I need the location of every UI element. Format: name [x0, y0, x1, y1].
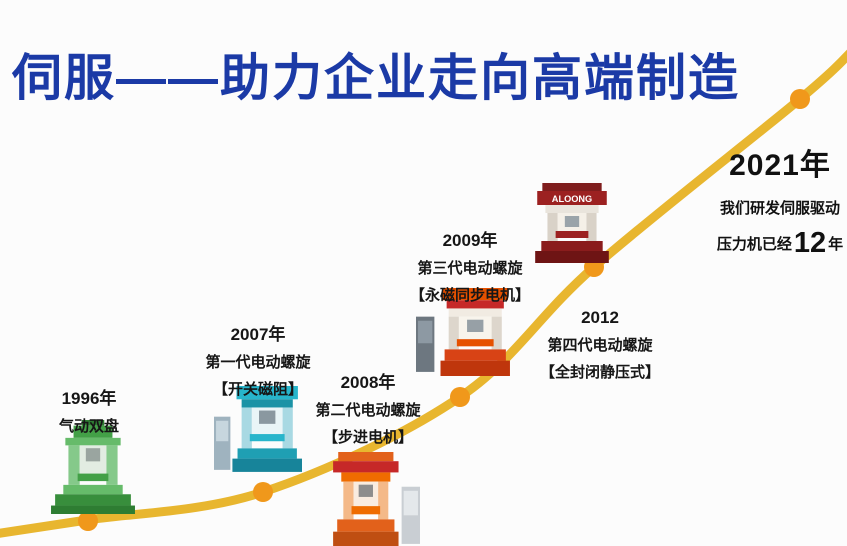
milestone-2007: 2007年 第一代电动螺旋 【开关磁阻】	[184, 320, 332, 399]
milestone-year: 2008年	[340, 373, 396, 392]
page-title: 伺服——助力企业走向高端制造	[12, 50, 740, 106]
timeline-dot-1996	[78, 511, 98, 531]
milestone-2008: 2008年 第二代电动螺旋 【步进电机】	[294, 368, 442, 447]
milestone-label: 第一代电动螺旋	[205, 354, 311, 371]
milestone-year: 2012	[581, 308, 619, 327]
milestone-year: 2007年	[230, 325, 286, 344]
press-machine-2012-illustration: ALOONG	[527, 183, 617, 263]
milestone-year: 2009年	[442, 231, 498, 250]
milestone-2009: 2009年 第三代电动螺旋 【永磁同步电机】	[390, 226, 550, 305]
milestone-label: 第三代电动螺旋	[417, 260, 523, 277]
timeline-dot-2009	[450, 387, 470, 407]
press-machine-1996-illustration	[50, 420, 136, 514]
endpoint-line2: 压力机已经 12 年	[698, 227, 847, 260]
milestone-year: 1996年	[61, 389, 117, 408]
milestone-sublabel: 【永磁同步电机】	[409, 287, 530, 304]
press-machine-2007-illustration	[214, 386, 302, 476]
milestone-year: 2021年	[729, 149, 831, 182]
timeline-dot-2021	[790, 89, 810, 109]
endpoint-line2-suffix: 年	[828, 236, 844, 253]
milestone-sublabel: 【步进电机】	[322, 429, 413, 446]
milestone-label: 第二代电动螺旋	[315, 402, 421, 419]
milestone-label: 第四代电动螺旋	[547, 337, 653, 354]
endpoint-line2-prefix: 压力机已经	[716, 236, 792, 253]
press-machine-2008-illustration	[328, 452, 420, 546]
timeline-dot-2007	[253, 482, 273, 502]
milestone-1996: 1996年 气动双盘	[34, 384, 144, 436]
machine-brand-label: ALOONG	[552, 194, 592, 204]
milestone-sublabel: 【开关磁阻】	[212, 381, 303, 398]
milestone-2012: 2012 第四代电动螺旋 【全封闭静压式】	[520, 308, 680, 382]
milestone-label: 气动双盘	[58, 418, 119, 435]
press-machine-2009-illustration	[416, 288, 512, 376]
endpoint-years-count: 12	[793, 227, 827, 259]
milestone-2021: 2021年 我们研发伺服驱动 压力机已经 12 年	[698, 140, 847, 260]
endpoint-line1: 我们研发伺服驱动	[719, 200, 840, 217]
milestone-sublabel: 【全封闭静压式】	[539, 364, 660, 381]
